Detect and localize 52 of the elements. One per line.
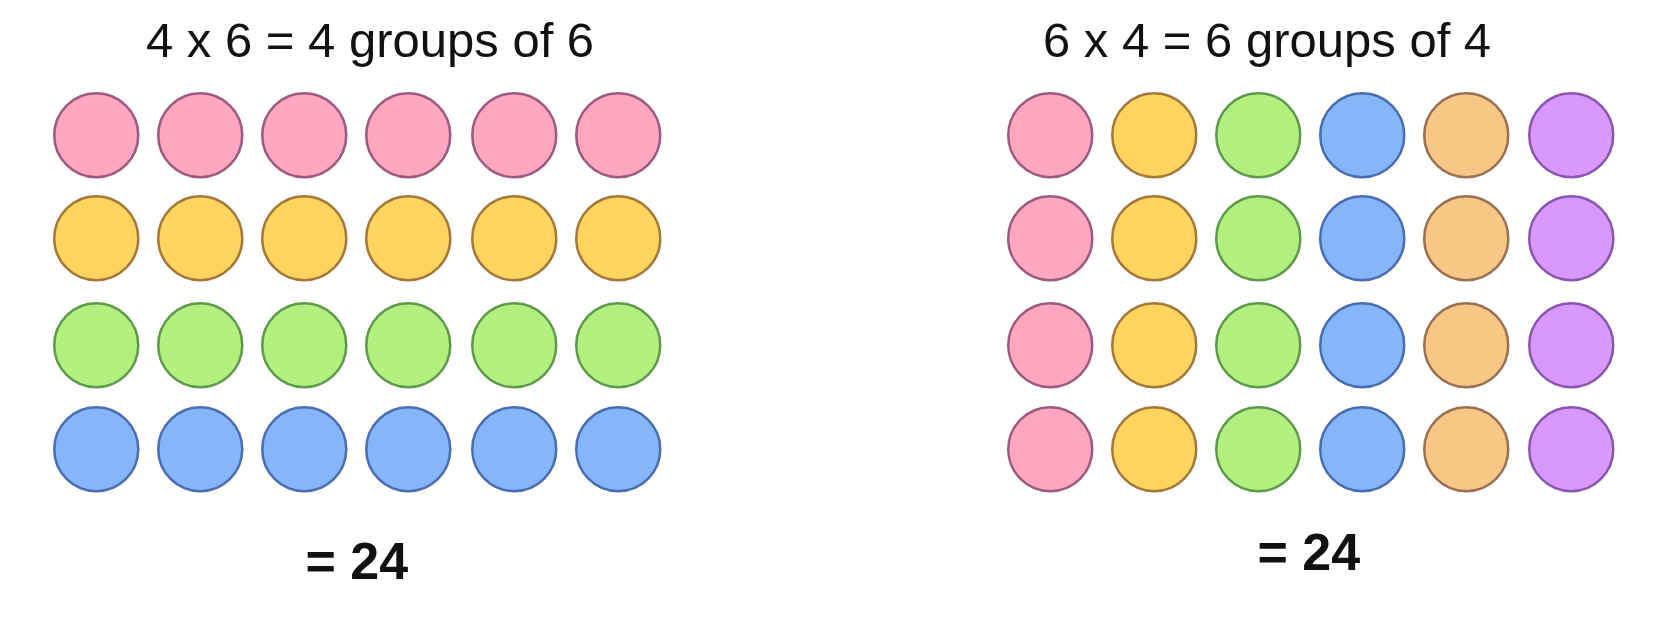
counter-circle bbox=[156, 301, 244, 389]
counter-circle bbox=[1006, 91, 1094, 179]
counter-circle bbox=[1006, 405, 1094, 493]
counter-circle bbox=[1422, 91, 1510, 179]
counter-circle bbox=[470, 301, 558, 389]
product-result: = 24 bbox=[1257, 526, 1361, 578]
product-result: = 24 bbox=[305, 535, 409, 587]
counter-circle bbox=[574, 301, 662, 389]
counter-circle bbox=[1318, 301, 1406, 389]
counter-circle bbox=[1422, 405, 1510, 493]
counter-circle bbox=[52, 91, 140, 179]
counter-circle bbox=[364, 91, 452, 179]
counter-circle bbox=[1006, 194, 1094, 282]
counter-circle bbox=[1527, 405, 1615, 493]
counter-circle bbox=[156, 405, 244, 493]
equation-heading: 6 x 4 = 6 groups of 4 bbox=[1043, 15, 1492, 65]
counter-circle bbox=[1318, 91, 1406, 179]
counter-circle bbox=[470, 91, 558, 179]
counter-circle bbox=[1006, 301, 1094, 389]
counter-circle bbox=[1214, 91, 1302, 179]
counter-circle bbox=[52, 301, 140, 389]
counter-circle bbox=[1422, 301, 1510, 389]
counter-circle bbox=[574, 91, 662, 179]
counter-circle bbox=[1214, 301, 1302, 389]
counter-circle bbox=[260, 405, 348, 493]
counter-circle bbox=[1318, 194, 1406, 282]
counter-circle bbox=[1214, 405, 1302, 493]
counter-circle bbox=[1110, 301, 1198, 389]
counter-circle bbox=[1110, 91, 1198, 179]
counter-circle bbox=[470, 194, 558, 282]
counter-circle bbox=[574, 194, 662, 282]
counter-circle bbox=[1527, 194, 1615, 282]
counter-circle bbox=[574, 405, 662, 493]
counter-circle bbox=[1527, 91, 1615, 179]
counter-circle bbox=[260, 301, 348, 389]
equation-heading: 4 x 6 = 4 groups of 6 bbox=[146, 15, 595, 65]
counter-circle bbox=[1110, 194, 1198, 282]
counter-circle bbox=[364, 301, 452, 389]
counter-circle bbox=[364, 405, 452, 493]
counter-circle bbox=[1318, 405, 1406, 493]
counter-circle bbox=[156, 194, 244, 282]
counter-circle bbox=[1110, 405, 1198, 493]
counter-circle bbox=[1527, 301, 1615, 389]
counter-circle bbox=[470, 405, 558, 493]
counter-circle bbox=[52, 405, 140, 493]
counter-circle bbox=[260, 91, 348, 179]
counter-circle bbox=[364, 194, 452, 282]
counter-circle bbox=[1422, 194, 1510, 282]
counter-circle bbox=[156, 91, 244, 179]
counter-circle bbox=[260, 194, 348, 282]
counter-circle bbox=[1214, 194, 1302, 282]
counter-circle bbox=[52, 194, 140, 282]
